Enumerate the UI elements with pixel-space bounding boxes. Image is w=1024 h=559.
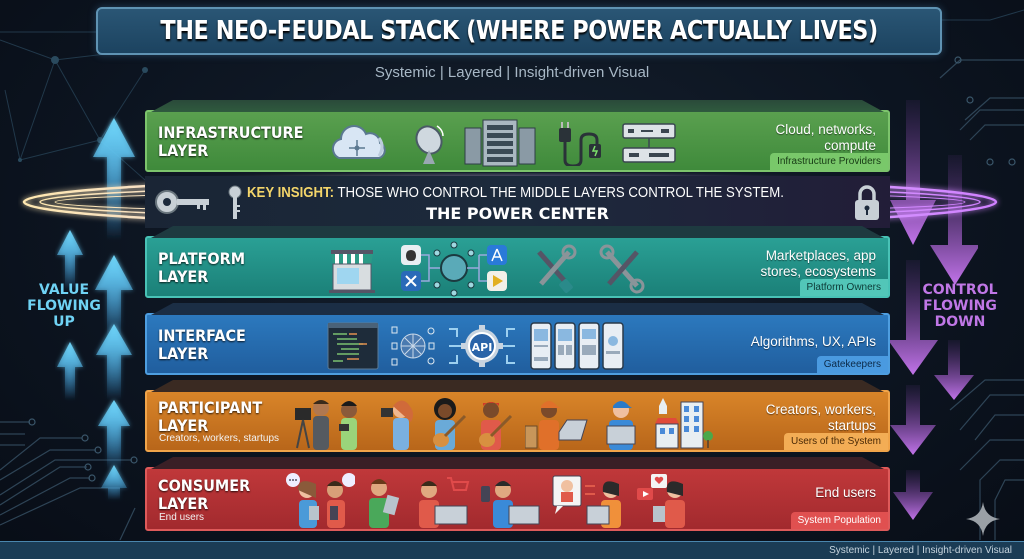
layer-top-face (151, 457, 884, 469)
down-arrow-icon (888, 260, 938, 375)
key-icon (155, 185, 242, 219)
layer-participant: PARTICIPANT LAYER Creators, workers, sta… (145, 380, 890, 452)
layer-top-face (151, 303, 884, 315)
up-arrow-icon (96, 324, 132, 400)
phone-user-icon (481, 481, 540, 528)
control-flowing-down-label: CONTROL FLOWING DOWN (922, 282, 998, 330)
startup-buildings-icon (655, 398, 713, 449)
layer-top-face (151, 380, 884, 392)
layer-icons (285, 473, 691, 528)
layer-interface: INTERFACE LAYER API Algorithms, UX, APIs… (145, 303, 890, 375)
title-banner: THE NEO-FEUDAL STACK (WHERE POWER ACTUAL… (96, 7, 942, 55)
layer-top-face (151, 226, 884, 238)
layer-description: Marketplaces, app stores, ecosystems (760, 248, 876, 279)
layer-name: INFRASTRUCTURE LAYER (158, 123, 304, 160)
satellite-dish-icon (415, 125, 444, 164)
layer-icons (327, 241, 645, 297)
videographer-icon (295, 400, 357, 450)
up-arrow-icon (101, 465, 127, 500)
layer-consumer: CONSUMER LAYER End users End users Syste… (145, 457, 890, 531)
up-arrow-icon (93, 118, 135, 240)
layer-top-face (151, 100, 884, 112)
power-plug-icon (559, 122, 601, 166)
layer-sublabel: End users (159, 512, 205, 523)
layer-description: Algorithms, UX, APIs (750, 334, 876, 349)
tablet-user-icon (369, 479, 400, 528)
network-switch-icon (622, 123, 676, 163)
circuit-brain-icon (391, 326, 435, 366)
phone-wireframe-icon (530, 322, 624, 370)
layer-badge: Platform Owners (799, 279, 888, 296)
shopping-user-icon (419, 477, 470, 528)
layer-name: PARTICIPANT LAYER (158, 398, 263, 435)
lock-icon (855, 185, 879, 220)
page-subtitle: Systemic | Layered | Insight-driven Visu… (374, 64, 650, 81)
cloud-network-icon (331, 125, 386, 159)
layer-badge: Gatekeepers (816, 356, 888, 373)
server-rack-icon (464, 119, 536, 167)
delivery-worker-icon (525, 401, 588, 450)
chat-user-icon (286, 473, 355, 528)
tools-icon (537, 244, 577, 293)
key-insight-banner: KEY INSIGHT: THOSE WHO CONTROL THE MIDDL… (145, 176, 890, 228)
remote-worker-icon (606, 401, 636, 450)
layer-description: End users (815, 485, 876, 500)
hub-network-icon (401, 241, 507, 297)
layer-icons (327, 118, 679, 168)
up-arrow-icon (57, 342, 83, 400)
code-editor-icon (327, 322, 379, 370)
storefront-icon (329, 250, 375, 293)
sparkle-icon (966, 502, 1000, 536)
layer-badge: Infrastructure Providers (770, 153, 888, 170)
layer-name: PLATFORM LAYER (158, 249, 246, 286)
footer-text: Systemic | Layered | Insight-driven Visu… (829, 545, 1012, 556)
layer-name: INTERFACE LAYER (158, 326, 246, 363)
down-arrow-icon (930, 155, 978, 285)
up-arrow-icon (57, 230, 83, 290)
social-media-user-icon (637, 474, 685, 528)
photographer-icon (381, 400, 413, 450)
api-gear-icon: API (449, 325, 515, 367)
value-flowing-up-label: VALUE FLOWING UP (27, 282, 101, 330)
layer-icons (295, 398, 713, 450)
video-call-user-icon (552, 475, 621, 528)
layer-description: Creators, workers, startups (765, 402, 876, 433)
down-arrow-icon (890, 100, 936, 245)
down-arrow-icon (893, 470, 933, 520)
layer-badge: Users of the System (783, 433, 888, 450)
layer-badge: System Population (790, 512, 888, 529)
api-label: API (472, 341, 493, 354)
layer-description: Cloud, networks, compute (775, 122, 876, 153)
footer-bar: Systemic | Layered | Insight-driven Visu… (0, 541, 1024, 559)
layer-infrastructure: INFRASTRUCTURE LAYER Cloud, networks, co… (145, 100, 890, 172)
down-arrow-icon (890, 385, 936, 455)
layer-platform: PLATFORM LAYER Marketplaces, app stores,… (145, 226, 890, 298)
layer-icons: API (327, 321, 629, 371)
layer-name: CONSUMER LAYER (158, 476, 251, 513)
musician-icon (433, 398, 513, 450)
key-insight-text: KEY INSIGHT: THOSE WHO CONTROL THE MIDDL… (247, 184, 784, 201)
page-title: THE NEO-FEUDAL STACK (WHERE POWER ACTUAL… (160, 16, 878, 46)
up-arrow-icon (98, 400, 130, 470)
power-center-label: THE POWER CENTER (426, 204, 609, 223)
layer-sublabel: Creators, workers, startups (159, 433, 280, 444)
down-arrow-icon (934, 340, 974, 400)
tools-icon (599, 244, 645, 294)
up-arrow-icon (95, 255, 133, 340)
